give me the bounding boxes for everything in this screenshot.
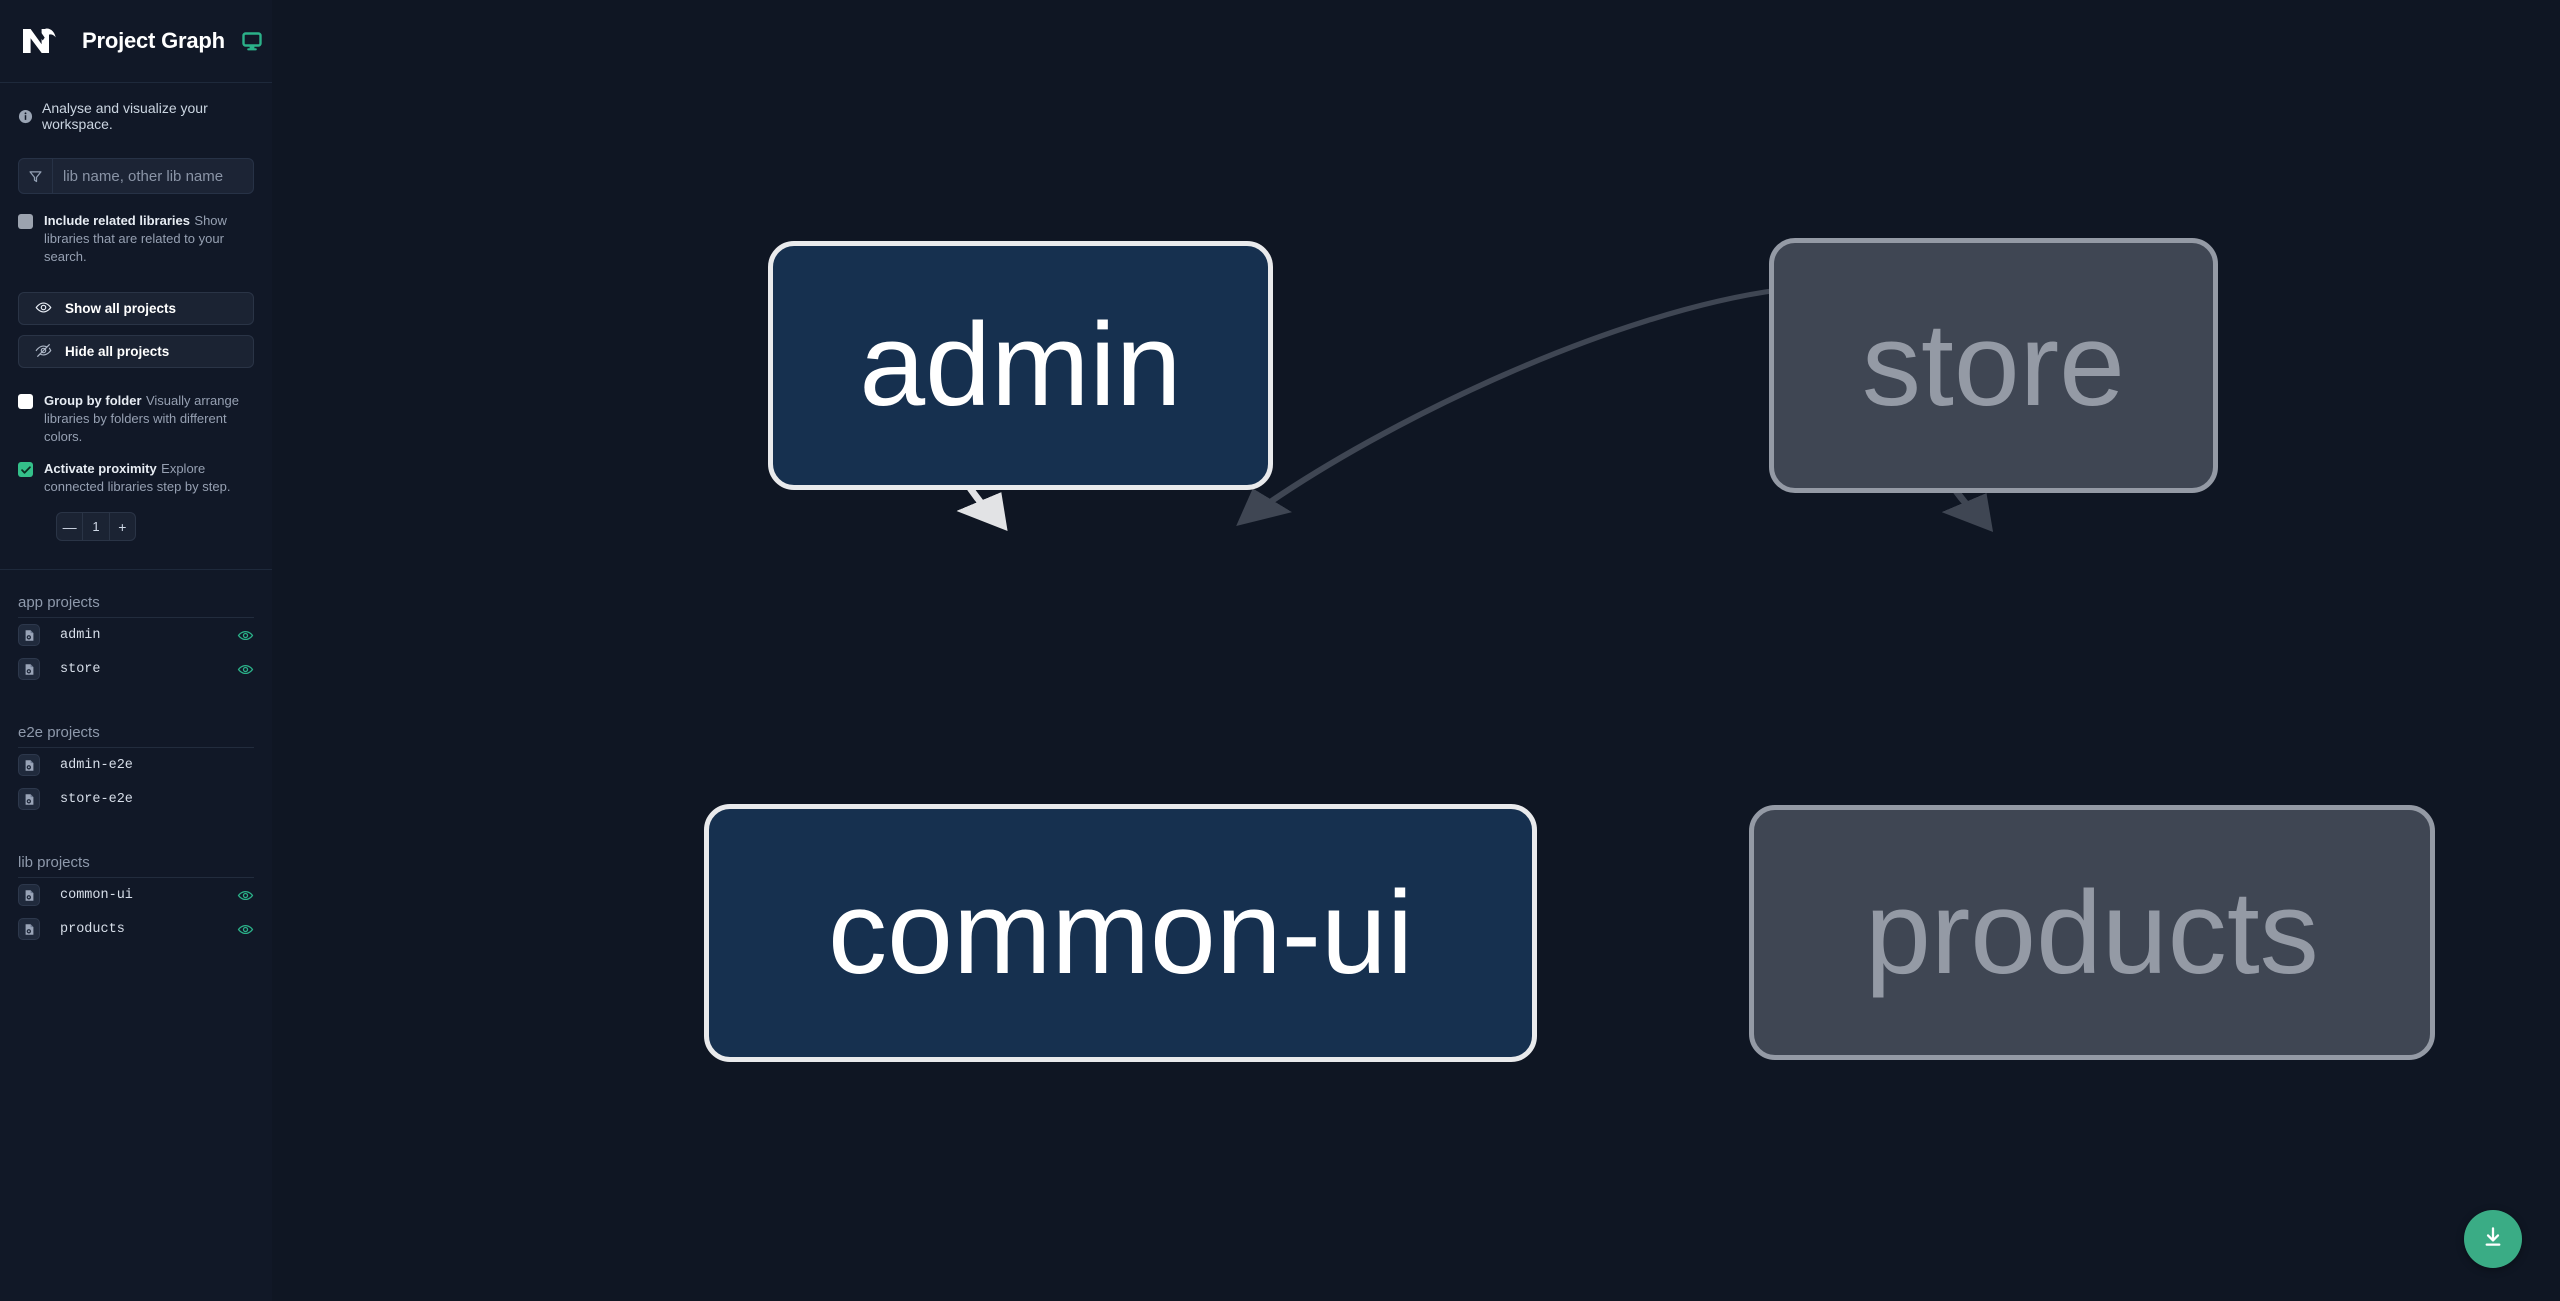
project-group-rule — [18, 747, 254, 748]
eye-icon — [35, 299, 52, 319]
project-group-title: e2e projects — [18, 724, 100, 741]
project-name: admin-e2e — [60, 757, 133, 773]
project-name: store-e2e — [60, 791, 133, 807]
info-icon — [18, 109, 33, 124]
hide-all-projects-button[interactable]: Hide all projects — [18, 335, 254, 368]
eye-icon[interactable] — [237, 661, 254, 678]
project-group-title: lib projects — [18, 854, 90, 871]
project-list-item[interactable]: store — [0, 652, 272, 686]
proximity-increment-button[interactable]: + — [118, 518, 127, 535]
option-activate-proximity[interactable]: Activate proximity Explore connected lib… — [0, 460, 272, 496]
proximity-value: 1 — [82, 513, 110, 540]
project-name: admin — [60, 627, 101, 643]
sidebar: Project Graph Analyse and visualize your… — [0, 0, 272, 1301]
graph-node-label: products — [1865, 866, 2319, 999]
graph-canvas[interactable]: admin store common-ui products — [272, 0, 2560, 1301]
graph-node-common-ui[interactable]: common-ui — [704, 803, 1537, 1062]
sidebar-divider — [0, 569, 272, 570]
graph-edges — [938, 287, 1994, 532]
graph-node-products[interactable]: products — [1749, 805, 2435, 1061]
eye-icon[interactable] — [237, 887, 254, 904]
search-box[interactable] — [18, 158, 254, 194]
project-group-rule — [18, 877, 254, 878]
show-all-projects-button[interactable]: Show all projects — [18, 292, 254, 325]
nx-logo — [18, 19, 64, 63]
sidebar-header: Project Graph — [0, 0, 272, 83]
project-list-item[interactable]: admin — [0, 618, 272, 652]
project-file-icon — [18, 624, 40, 646]
option-label: Group by folder — [44, 393, 142, 408]
eye-icon[interactable] — [237, 627, 254, 644]
search-input[interactable] — [53, 159, 253, 193]
monitor-icon[interactable] — [241, 30, 263, 52]
project-list-item[interactable]: common-ui — [0, 878, 272, 912]
graph-node-label: store — [1861, 299, 2125, 432]
eye-icon[interactable] — [237, 921, 254, 938]
option-description: Show libraries that are related to your … — [44, 213, 227, 264]
proximity-stepper[interactable]: — 1 + — [56, 512, 136, 541]
filter-funnel-icon — [19, 159, 53, 193]
project-groups: app projects admin store e2e projects admin-… — [0, 594, 272, 946]
hide-all-projects-label: Hide all projects — [65, 344, 170, 359]
checkbox-include-related-libraries[interactable] — [18, 214, 33, 229]
checkbox-activate-proximity[interactable] — [18, 462, 33, 477]
project-list-item[interactable]: products — [0, 912, 272, 946]
project-name: common-ui — [60, 887, 133, 903]
option-label: Activate proximity — [44, 461, 157, 476]
graph-node-label: admin — [859, 299, 1182, 432]
project-file-icon — [18, 918, 40, 940]
project-name: products — [60, 921, 125, 937]
tagline-text: Analyse and visualize your workspace. — [42, 100, 208, 132]
graph-node-store[interactable]: store — [1768, 238, 2218, 493]
option-label: Include related libraries — [44, 213, 190, 228]
download-graph-button[interactable] — [2464, 1210, 2522, 1268]
project-list-item[interactable]: store-e2e — [0, 782, 272, 816]
project-file-icon — [18, 754, 40, 776]
project-group-spacer — [0, 816, 272, 830]
project-name: store — [60, 661, 101, 677]
project-group-title: app projects — [18, 594, 100, 611]
option-description: Visually arrange libraries by folders wi… — [44, 393, 239, 444]
project-group-spacer — [0, 686, 272, 700]
option-include-related-libraries[interactable]: Include related libraries Show libraries… — [0, 212, 272, 266]
page-title: Project Graph — [82, 28, 225, 53]
proximity-decrement-button[interactable]: — — [62, 518, 77, 535]
download-icon — [2480, 1224, 2506, 1255]
option-description: Explore connected libraries step by step… — [44, 461, 231, 494]
edge-store-to-common-ui — [1236, 287, 1780, 526]
show-all-projects-label: Show all projects — [65, 301, 177, 316]
checkbox-group-by-folder[interactable] — [18, 394, 33, 409]
eye-off-icon — [35, 342, 52, 362]
project-list-item[interactable]: admin-e2e — [0, 748, 272, 782]
project-file-icon — [18, 788, 40, 810]
project-group-rule — [18, 617, 254, 618]
tagline: Analyse and visualize your workspace. — [0, 83, 272, 132]
project-file-icon — [18, 658, 40, 680]
graph-node-admin[interactable]: admin — [767, 241, 1273, 490]
project-file-icon — [18, 884, 40, 906]
graph-node-label: common-ui — [828, 866, 1414, 999]
option-group-by-folder[interactable]: Group by folder Visually arrange librari… — [0, 392, 272, 446]
